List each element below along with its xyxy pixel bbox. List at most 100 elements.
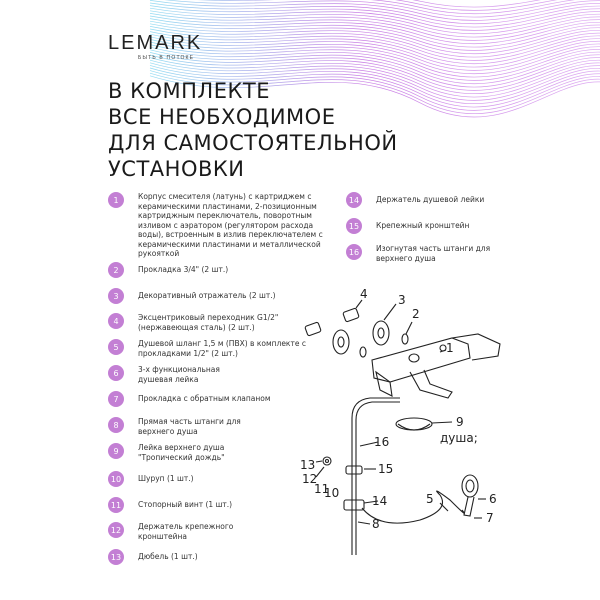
wave-line xyxy=(164,0,600,18)
item-number-badge: 8 xyxy=(108,417,124,433)
item-number-badge: 12 xyxy=(108,522,124,538)
wave-line xyxy=(149,59,600,98)
diagram-label-2: 2 xyxy=(412,307,420,321)
brand-logo: LEMARK БЫТЬ В ПОТОКЕ xyxy=(108,33,202,61)
wave-line xyxy=(149,72,600,115)
item-number-badge: 4 xyxy=(108,313,124,329)
item-text: Изогнутая часть штанги для верхнего душа xyxy=(376,244,491,263)
wave-line xyxy=(149,52,600,88)
diagram-label-6: 6 xyxy=(489,492,497,506)
hand-shower xyxy=(461,474,479,517)
list-item: 15 Крепежный кронштейн xyxy=(346,218,516,234)
wave-line xyxy=(149,31,600,61)
list-item: 12 Держатель крепежного кронштейна xyxy=(108,522,248,541)
item-text: Эксцентриковый переходник G1/2" (нержаве… xyxy=(138,313,279,332)
list-item: 11 Стопорный винт (1 шт.) xyxy=(108,497,278,513)
wave-line xyxy=(149,0,600,21)
wave-line xyxy=(149,23,600,51)
wave-line xyxy=(149,13,600,38)
wave-line xyxy=(149,28,600,58)
list-item: 8 Прямая часть штанги для верхнего душа xyxy=(108,417,248,436)
item-number-badge: 10 xyxy=(108,471,124,487)
item-text: Прокладка с обратным клапаном xyxy=(138,394,271,403)
item-number-badge: 13 xyxy=(108,549,124,565)
wave-line xyxy=(149,2,600,25)
wave-line xyxy=(149,18,600,44)
diagram-label-10: 10 xyxy=(324,486,339,500)
item-text: Прямая часть штанги для верхнего душа xyxy=(138,417,241,436)
item-number-badge: 15 xyxy=(346,218,362,234)
item-number-badge: 9 xyxy=(108,443,124,459)
wave-line xyxy=(149,54,600,91)
list-item: 16 Изогнутая часть штанги для верхнего д… xyxy=(346,244,516,263)
item-number-badge: 16 xyxy=(346,244,362,260)
list-item: 14 Держатель душевой лейки xyxy=(346,192,516,208)
wave-line xyxy=(411,0,541,8)
gasket-part xyxy=(401,333,409,345)
title-line-1: В КОМПЛЕКТЕ xyxy=(108,79,270,103)
shower-rod xyxy=(351,397,433,555)
item-text: Держатель крепежного кронштейна xyxy=(138,522,234,541)
wave-line xyxy=(149,33,600,64)
wave-line xyxy=(149,46,600,81)
logo-brand: LEMARK xyxy=(108,32,203,54)
list-item: 9 Лейка верхнего душа "Тропический дождь… xyxy=(108,443,258,462)
wave-line xyxy=(198,0,575,15)
item-number-badge: 7 xyxy=(108,391,124,407)
wave-line xyxy=(149,39,600,71)
item-number-badge: 1 xyxy=(108,192,124,208)
item-number-badge: 6 xyxy=(108,365,124,381)
diagram-label-5: 5 xyxy=(426,492,434,506)
list-item: 5 Душевой шланг 1,5 м (ПВХ) в комплекте … xyxy=(108,339,313,358)
wave-line xyxy=(149,62,600,101)
title-line-2: ВСЕ НЕОБХОДИМОЕ xyxy=(108,105,336,129)
list-item: 1 Корпус смесителя (латунь) с картриджем… xyxy=(108,192,328,259)
diagram-label-11: 11 xyxy=(314,482,329,496)
wave-line xyxy=(149,20,600,48)
wave-line xyxy=(149,41,600,74)
wave-line xyxy=(149,57,600,94)
diagram-label-8: 8 xyxy=(372,517,380,531)
item-text: Шуруп (1 шт.) xyxy=(138,474,194,483)
logo-tagline: БЫТЬ В ПОТОКЕ xyxy=(138,55,195,61)
diagram-label-4: 4 xyxy=(360,287,368,301)
decorative-waves xyxy=(149,0,600,118)
wave-line xyxy=(149,7,600,31)
wave-line xyxy=(149,36,600,68)
diagram-caption: душа; xyxy=(440,431,478,445)
diagram-label-7: 7 xyxy=(486,511,494,525)
wave-line xyxy=(149,67,600,108)
item-text: 3-х функциональная душевая лейка xyxy=(138,365,220,384)
diagram-label-13: 13 xyxy=(300,458,315,472)
title-line-4: УСТАНОВКИ xyxy=(108,157,245,181)
item-number-badge: 14 xyxy=(346,192,362,208)
item-text: Лейка верхнего душа "Тропический дождь" xyxy=(138,443,225,462)
diagram-label-12: 12 xyxy=(302,472,317,486)
item-text: Душевой шланг 1,5 м (ПВХ) в комплекте с … xyxy=(138,339,306,358)
item-number-badge: 2 xyxy=(108,262,124,278)
item-text: Декоративный отражатель (2 шт.) xyxy=(138,291,276,300)
hand-shower-holder xyxy=(343,499,365,511)
item-text: Держатель душевой лейки xyxy=(376,195,485,204)
item-text: Стопорный винт (1 шт.) xyxy=(138,500,233,509)
diagram-label-3: 3 xyxy=(398,293,406,307)
wave-line xyxy=(394,0,558,11)
list-item: 13 Дюбель (1 шт.) xyxy=(108,549,258,565)
diagram-label-16: 16 xyxy=(374,435,389,449)
wave-line xyxy=(149,15,600,41)
item-text: Прокладка 3/4" (2 шт.) xyxy=(138,265,229,274)
item-text: Крепежный кронштейн xyxy=(376,221,470,230)
item-text: Дюбель (1 шт.) xyxy=(138,552,198,561)
diagram-label-9: 9 xyxy=(456,415,464,429)
item-number-badge: 5 xyxy=(108,339,124,355)
bracket-part xyxy=(345,465,363,475)
list-item: 7 Прокладка с обратным клапаном xyxy=(108,391,313,407)
diagram-label-15: 15 xyxy=(378,462,393,476)
list-item: 4 Эксцентриковый переходник G1/2" (нержа… xyxy=(108,313,313,332)
item-text: Корпус смесителя (латунь) с картриджем с… xyxy=(138,192,323,258)
wave-line xyxy=(149,75,600,118)
item-number-badge: 11 xyxy=(108,497,124,513)
wave-line xyxy=(149,65,600,105)
wave-line xyxy=(149,10,600,34)
